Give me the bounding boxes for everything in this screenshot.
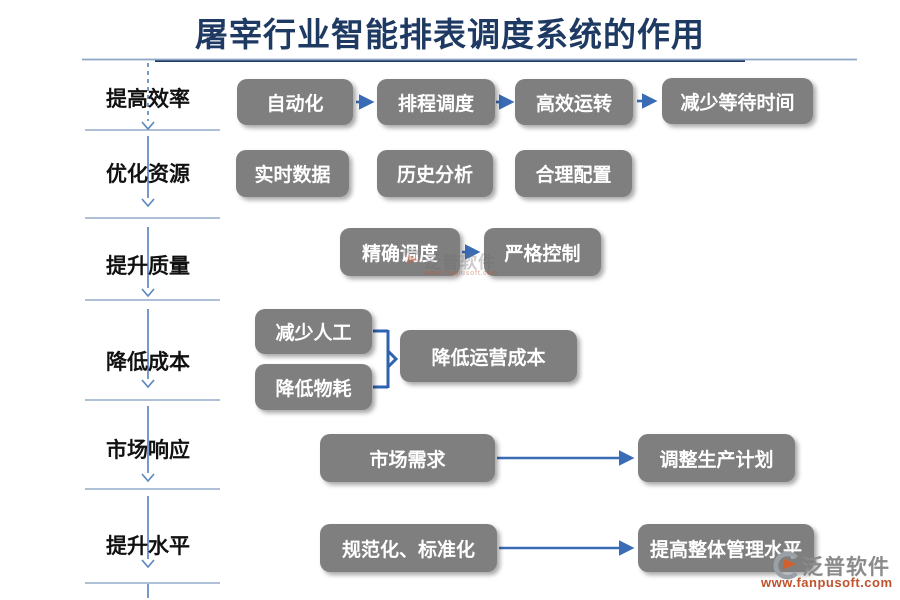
arrow-right-icon xyxy=(386,349,399,369)
timeline-arrows xyxy=(141,63,155,598)
fanpu-logo-icon xyxy=(773,551,798,580)
flow-box-standardization: 规范化、标准化 xyxy=(320,524,497,572)
merge-bracket xyxy=(373,329,399,389)
watermark-url: www.fanpusoft.com xyxy=(424,270,499,277)
arrow-down-icon xyxy=(141,379,155,389)
flow-box-lower-op-cost: 降低运营成本 xyxy=(400,330,577,382)
flow-box-scheduling: 排程调度 xyxy=(377,79,495,125)
logo-brand-text: 泛普软件 xyxy=(802,556,890,579)
arrow-down-icon xyxy=(141,473,155,483)
flow-box-less-labor: 减少人工 xyxy=(255,309,372,354)
page-title: 屠宰行业智能排表调度系统的作用 xyxy=(155,8,745,62)
flow-box-less-waiting: 减少等待时间 xyxy=(662,78,813,124)
flow-box-market-demand: 市场需求 xyxy=(320,434,495,482)
arrow-down-icon xyxy=(141,198,155,208)
flow-box-history-analysis: 历史分析 xyxy=(377,150,493,197)
arrow-down-icon xyxy=(141,288,155,298)
category-label-level: 提升水平 xyxy=(106,535,190,558)
flow-box-reasonable-config: 合理配置 xyxy=(515,150,632,197)
title-row: 屠宰行业智能排表调度系统的作用 xyxy=(0,8,900,62)
category-label-cost: 降低成本 xyxy=(106,351,190,374)
category-label-market: 市场响应 xyxy=(106,439,190,462)
arrow-down-icon xyxy=(141,559,155,569)
arrow-down-icon xyxy=(141,121,155,131)
flow-box-less-material: 降低物耗 xyxy=(255,364,372,410)
flow-box-realtime-data: 实时数据 xyxy=(236,150,349,197)
fanpu-logo-icon xyxy=(398,248,421,274)
flow-box-adjust-plan: 调整生产计划 xyxy=(638,434,795,482)
flow-box-efficient-run: 高效运转 xyxy=(515,79,633,125)
flow-box-precise-schedule: 精确调度 xyxy=(340,228,460,276)
logo-url-text: www.fanpusoft.com xyxy=(761,575,893,590)
flow-box-strict-control: 严格控制 xyxy=(484,228,601,276)
flow-box-automation: 自动化 xyxy=(237,79,353,125)
category-label-efficiency: 提高效率 xyxy=(106,88,190,111)
category-label-resources: 优化资源 xyxy=(106,163,190,186)
category-label-quality: 提升质量 xyxy=(106,255,190,278)
